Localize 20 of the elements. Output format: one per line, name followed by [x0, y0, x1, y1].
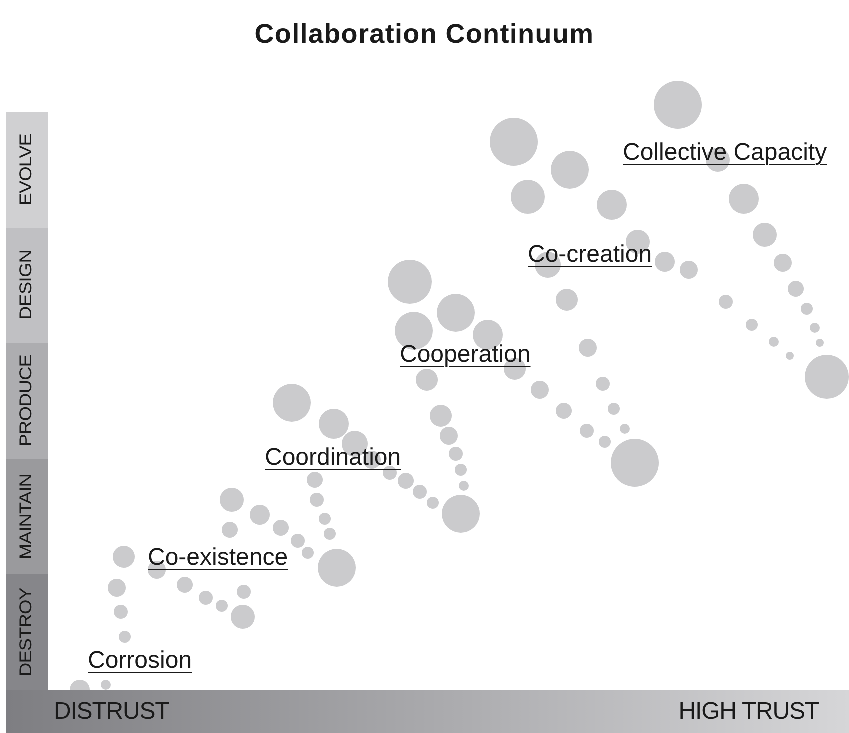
trust-axis-bar [6, 690, 849, 733]
axis-band-label: MAINTAIN [16, 474, 37, 560]
axis-band-label: DESIGN [16, 250, 37, 320]
stage-label: Corrosion [88, 646, 192, 676]
axis-band [6, 343, 48, 459]
axis-end-label: HIGH TRUST [678, 696, 819, 726]
axis-band [6, 574, 48, 690]
title: Collaboration Continuum [254, 18, 596, 51]
axis-band-label: EVOLVE [16, 134, 37, 206]
axis-band [6, 112, 48, 228]
stage-label: Collective Capacity [623, 138, 828, 168]
axis-band [6, 228, 48, 344]
axis-band [6, 458, 48, 574]
stage-label: Co-creation [528, 240, 652, 270]
stage-label: Coordination [265, 443, 402, 473]
axis-band-label: DESTROY [16, 588, 37, 676]
axis-band-label: PRODUCE [16, 355, 37, 447]
axis-end-label: DISTRUST [54, 696, 170, 726]
stage-label: Co-existence [148, 543, 288, 573]
stage-label: Cooperation [400, 340, 531, 370]
